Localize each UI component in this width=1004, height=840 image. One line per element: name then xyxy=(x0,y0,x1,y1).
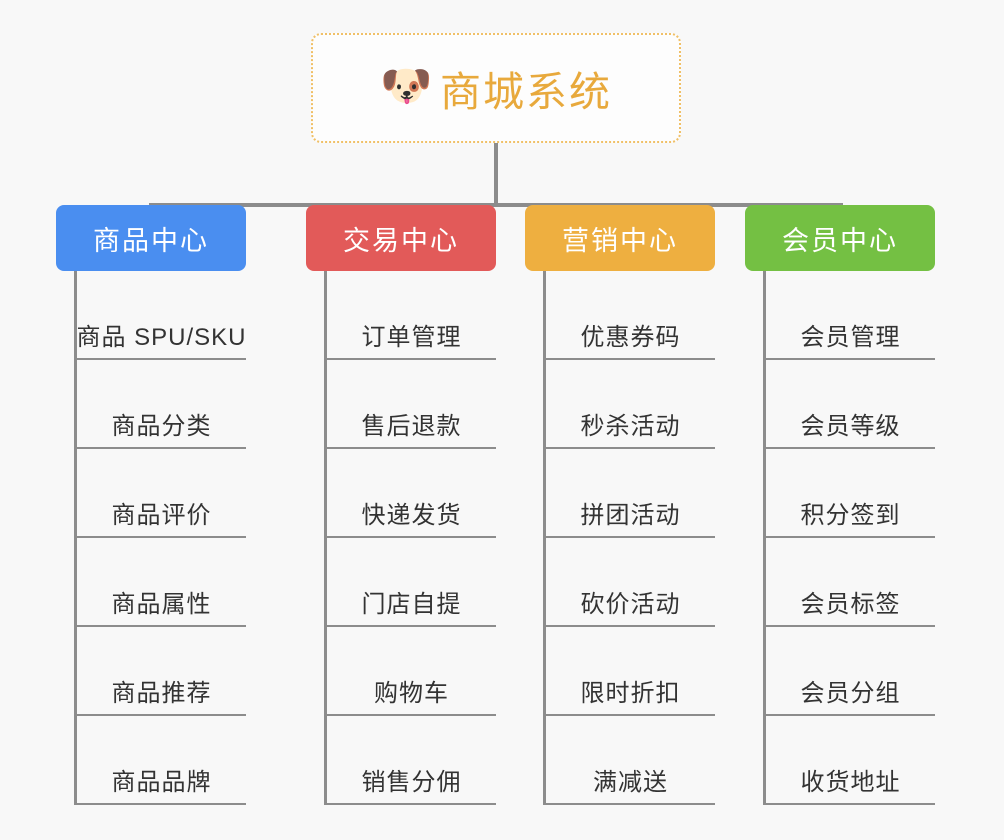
leaf-item[interactable]: 秒杀活动 xyxy=(546,360,715,449)
branch-header-label: 会员中心 xyxy=(782,225,898,256)
connector-root-stem xyxy=(494,143,498,205)
root-node[interactable]: 🐶 商城系统 xyxy=(311,33,681,143)
branch-header-label: 营销中心 xyxy=(562,225,678,256)
leaf-item-label: 会员等级 xyxy=(800,413,901,440)
branch-marketing-center: 营销中心优惠券码秒杀活动拼团活动砍价活动限时折扣满减送 xyxy=(525,205,715,805)
leaf-item[interactable]: 门店自提 xyxy=(327,538,496,627)
leaf-item-label: 会员标签 xyxy=(800,591,901,618)
leaf-item[interactable]: 会员等级 xyxy=(766,360,935,449)
leaf-item-label: 购物车 xyxy=(374,680,449,707)
leaf-item-label: 商品 SPU/SKU xyxy=(76,324,247,351)
connector-horizontal-bus xyxy=(149,203,841,207)
branch-header-marketing-center[interactable]: 营销中心 xyxy=(525,205,715,271)
leaf-item-label: 商品属性 xyxy=(111,591,212,618)
branch-items-trade-center: 订单管理售后退款快递发货门店自提购物车销售分佣 xyxy=(324,271,496,805)
leaf-item-label: 售后退款 xyxy=(361,413,462,440)
root-title: 商城系统 xyxy=(440,69,612,115)
leaf-item-label: 满减送 xyxy=(593,769,668,796)
leaf-item-label: 拼团活动 xyxy=(580,502,681,529)
leaf-item-label: 商品分类 xyxy=(111,413,212,440)
leaf-item[interactable]: 商品推荐 xyxy=(77,627,246,716)
leaf-item[interactable]: 售后退款 xyxy=(327,360,496,449)
branch-product-center: 商品中心商品 SPU/SKU 商品分类商品评价商品属性商品推荐商品品牌 xyxy=(56,205,246,805)
leaf-item[interactable]: 会员分组 xyxy=(766,627,935,716)
leaf-item[interactable]: 优惠券码 xyxy=(546,271,715,360)
leaf-item-label: 订单管理 xyxy=(361,324,462,351)
leaf-item-label: 会员管理 xyxy=(800,324,901,351)
leaf-item-label: 门店自提 xyxy=(361,591,462,618)
leaf-item[interactable]: 限时折扣 xyxy=(546,627,715,716)
leaf-item-label: 收货地址 xyxy=(800,769,901,796)
branch-items-product-center: 商品 SPU/SKU 商品分类商品评价商品属性商品推荐商品品牌 xyxy=(74,271,246,805)
leaf-item[interactable]: 商品评价 xyxy=(77,449,246,538)
leaf-item-label: 快递发货 xyxy=(361,502,462,529)
leaf-item-label: 商品评价 xyxy=(111,502,212,529)
leaf-item[interactable]: 会员标签 xyxy=(766,538,935,627)
leaf-item-label: 优惠券码 xyxy=(580,324,681,351)
leaf-item[interactable]: 会员管理 xyxy=(766,271,935,360)
leaf-item-label: 限时折扣 xyxy=(580,680,681,707)
leaf-item[interactable]: 商品品牌 xyxy=(77,716,246,805)
branch-header-member-center[interactable]: 会员中心 xyxy=(745,205,935,271)
leaf-item[interactable]: 订单管理 xyxy=(327,271,496,360)
leaf-item-label: 秒杀活动 xyxy=(580,413,681,440)
leaf-item[interactable]: 收货地址 xyxy=(766,716,935,805)
leaf-item-label: 销售分佣 xyxy=(361,769,462,796)
leaf-item-label: 商品推荐 xyxy=(111,680,212,707)
leaf-item[interactable]: 积分签到 xyxy=(766,449,935,538)
branch-items-marketing-center: 优惠券码秒杀活动拼团活动砍价活动限时折扣满减送 xyxy=(543,271,715,805)
branch-items-member-center: 会员管理会员等级积分签到会员标签会员分组收货地址 xyxy=(763,271,935,805)
branch-trade-center: 交易中心订单管理售后退款快递发货门店自提购物车销售分佣 xyxy=(306,205,496,805)
leaf-item[interactable]: 商品分类 xyxy=(77,360,246,449)
leaf-item[interactable]: 商品 SPU/SKU xyxy=(76,271,246,360)
branch-header-label: 商品中心 xyxy=(93,225,209,256)
dog-face-icon: 🐶 xyxy=(380,62,433,109)
leaf-item[interactable]: 拼团活动 xyxy=(546,449,715,538)
leaf-item[interactable]: 商品属性 xyxy=(77,538,246,627)
leaf-item[interactable]: 购物车 xyxy=(327,627,496,716)
branch-header-trade-center[interactable]: 交易中心 xyxy=(306,205,496,271)
leaf-item-label: 会员分组 xyxy=(800,680,901,707)
leaf-item-label: 积分签到 xyxy=(800,502,901,529)
leaf-item-label: 砍价活动 xyxy=(580,591,681,618)
leaf-item[interactable]: 快递发货 xyxy=(327,449,496,538)
leaf-item-label: 商品品牌 xyxy=(111,769,212,796)
branch-member-center: 会员中心会员管理会员等级积分签到会员标签会员分组收货地址 xyxy=(745,205,935,805)
branch-header-product-center[interactable]: 商品中心 xyxy=(56,205,246,271)
leaf-item[interactable]: 满减送 xyxy=(546,716,715,805)
leaf-item[interactable]: 销售分佣 xyxy=(327,716,496,805)
branch-header-label: 交易中心 xyxy=(343,225,459,256)
leaf-item[interactable]: 砍价活动 xyxy=(546,538,715,627)
